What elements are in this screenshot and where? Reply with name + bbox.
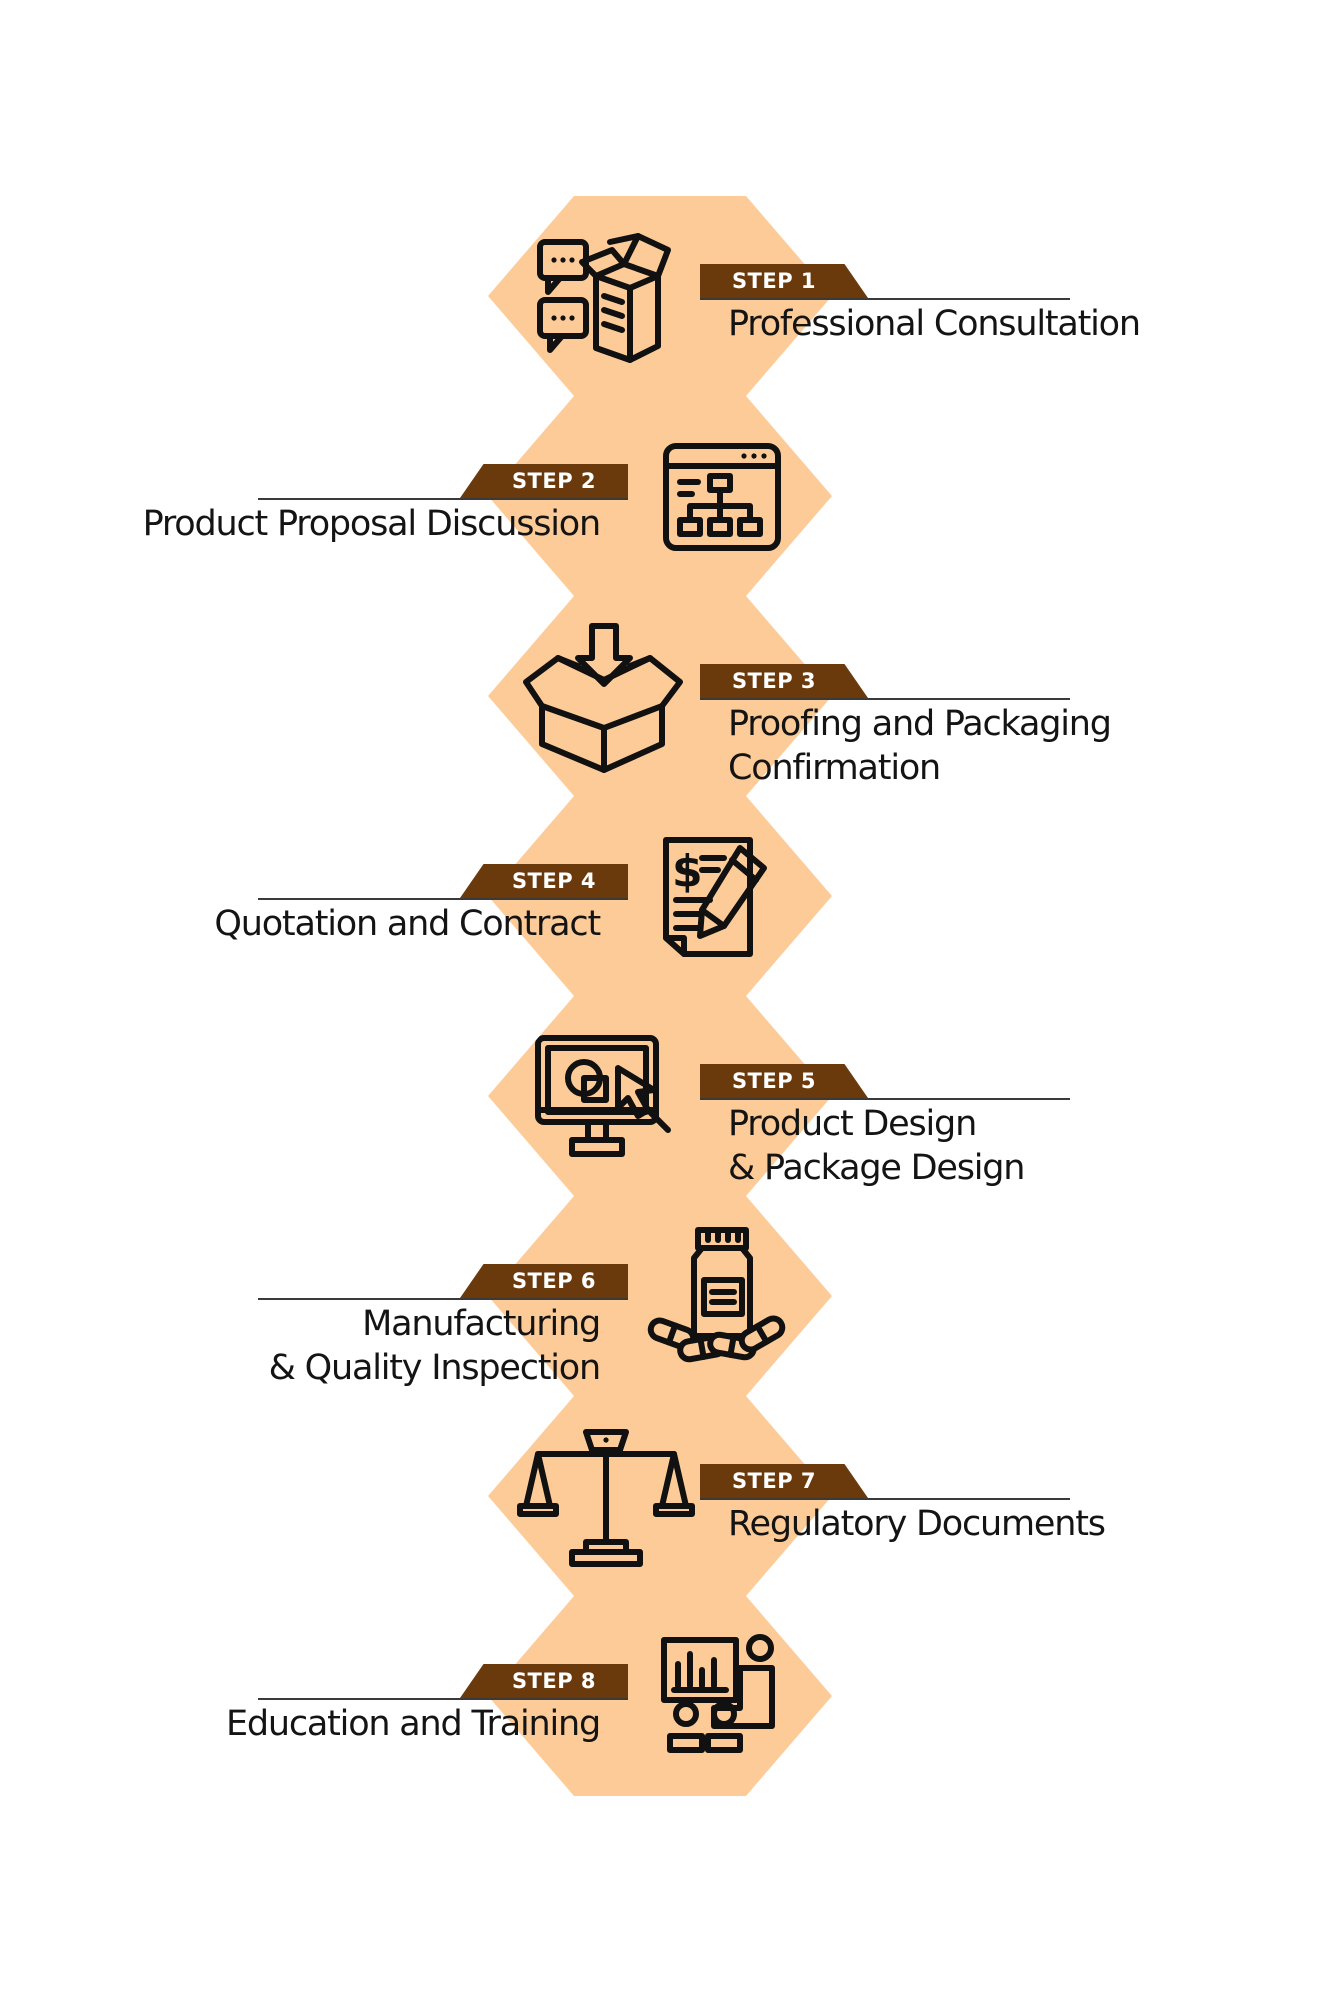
step-5-rule — [700, 1098, 1070, 1100]
step-4-title-line: Quotation and Contract — [214, 904, 601, 944]
step-7-hexagon — [488, 1396, 832, 1596]
step-8-title-line: Education and Training — [225, 1704, 601, 1744]
step-3-rule — [700, 698, 1070, 700]
step-2-title: Product Proposal Discussion — [142, 502, 602, 546]
step-6-title-line-1: Manufacturing — [362, 1304, 601, 1344]
step-2-badge: STEP 2 — [460, 464, 628, 498]
proposal-flowchart-window-icon — [663, 443, 781, 551]
step-5-badge: STEP 5 — [700, 1064, 868, 1098]
step-3-badge: STEP 3 — [700, 664, 868, 698]
contract-dollar-pencil-icon: $ — [663, 837, 767, 957]
step-7-title: Regulatory Documents — [728, 1502, 1106, 1546]
step-3-title: Proofing and Packaging Confirmation — [728, 702, 1112, 790]
step-7-title-line: Regulatory Documents — [728, 1504, 1106, 1544]
design-monitor-cursor-icon — [535, 1035, 671, 1157]
svg-text:$: $ — [672, 846, 703, 897]
step-1-title: Professional Consultation — [728, 302, 1141, 346]
step-6-rule — [258, 1298, 628, 1300]
step-1-badge: STEP 1 — [700, 264, 868, 298]
step-3-title-line-2: Confirmation — [728, 748, 941, 788]
step-6-badge: STEP 6 — [460, 1264, 628, 1298]
step-1-title-line: Professional Consultation — [728, 304, 1141, 344]
step-6-title-line-2: & Quality Inspection — [268, 1348, 602, 1388]
step-8-rule — [258, 1698, 628, 1700]
step-5-title: Product Design & Package Design — [728, 1102, 1025, 1190]
step-7-rule — [700, 1498, 1070, 1500]
medicine-bottle-capsules-icon — [647, 1227, 786, 1363]
step-1-rule — [700, 298, 1070, 300]
packaging-box-download-icon — [523, 623, 683, 773]
consultation-chat-box-icon — [537, 233, 671, 363]
step-8-title: Education and Training — [225, 1702, 601, 1746]
step-8-badge: STEP 8 — [460, 1664, 628, 1698]
step-4-rule — [258, 898, 628, 900]
step-4-badge: STEP 4 — [460, 864, 628, 898]
step-2-title-line: Product Proposal Discussion — [142, 504, 602, 544]
step-2-rule — [258, 498, 628, 500]
presentation-training-icon — [661, 1634, 775, 1753]
step-5-title-line-2: & Package Design — [728, 1148, 1025, 1188]
step-7-badge: STEP 7 — [700, 1464, 868, 1498]
step-3-title-line-1: Proofing and Packaging — [728, 704, 1112, 744]
step-6-title: Manufacturing & Quality Inspection — [268, 1302, 602, 1390]
balance-scale-icon — [517, 1429, 695, 1567]
step-4-title: Quotation and Contract — [214, 902, 601, 946]
step-5-title-line-1: Product Design — [728, 1104, 977, 1144]
